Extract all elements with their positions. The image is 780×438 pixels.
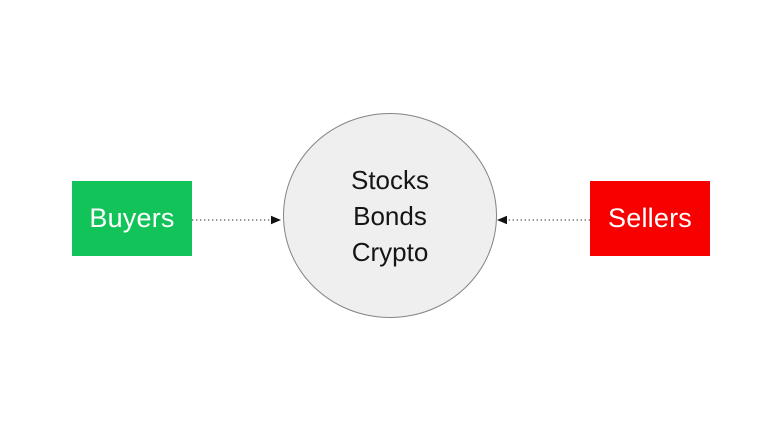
arrowhead-left-icon [497, 215, 507, 225]
node-sellers-label: Sellers [608, 203, 692, 233]
market-line-stocks: Stocks [350, 164, 430, 195]
node-buyers: Buyers [72, 181, 192, 256]
node-market: Stocks Bonds Crypto [283, 113, 497, 318]
edge-buyers-to-market [192, 215, 281, 225]
market-line-crypto: Crypto [351, 236, 429, 267]
node-sellers: Sellers [590, 181, 710, 256]
market-line-bonds: Bonds [353, 200, 427, 231]
edge-sellers-to-market [497, 215, 590, 225]
arrowhead-right-icon [271, 215, 281, 225]
node-buyers-label: Buyers [89, 203, 175, 233]
